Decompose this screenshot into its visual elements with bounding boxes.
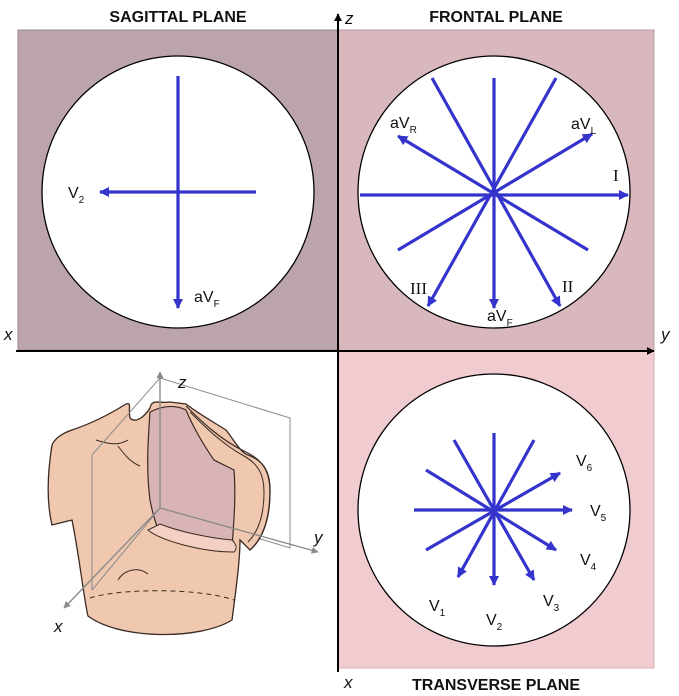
transverse-v4-label: V4 xyxy=(580,552,597,573)
sagittal-title: SAGITTAL PLANE xyxy=(109,9,247,26)
frontal-avr-label: aVR xyxy=(390,115,417,136)
frontal-i-label: I xyxy=(613,166,619,185)
lead-iii-line xyxy=(426,77,558,307)
transverse-v1-label: V1 xyxy=(429,598,446,619)
frontal-leads xyxy=(360,77,630,310)
frontal-avl-label: aVL xyxy=(571,116,597,137)
torso-sagittal-cut xyxy=(147,405,236,549)
axis-y-right-label: y xyxy=(660,325,671,344)
lead-v1-line xyxy=(456,439,536,578)
torso-z-label: z xyxy=(177,373,187,392)
box-edge-1 xyxy=(91,377,161,456)
frontal-ii-label: II xyxy=(562,277,574,296)
axis-z-top-label: z xyxy=(344,9,354,28)
lead-v4-line xyxy=(425,468,557,552)
torso-transverse-cut xyxy=(147,523,237,553)
torso-x-axis xyxy=(63,507,161,609)
sagittal-avf-label: aVF xyxy=(194,289,220,310)
sagittal-v2-label: V2 xyxy=(68,185,85,206)
axis-x-left-label: x xyxy=(3,325,13,344)
torso-shoulder-rim-inner xyxy=(189,411,265,543)
torso-y-axis xyxy=(159,507,319,554)
transverse-v2-label: V2 xyxy=(486,612,503,633)
torso-collar xyxy=(95,439,129,445)
transverse-v3-label: V3 xyxy=(543,593,560,614)
torso-x-label: x xyxy=(53,617,63,636)
box-edge-3 xyxy=(91,507,161,591)
frontal-title: FRONTAL PLANE xyxy=(429,9,563,26)
axis-x-bottom-label: x xyxy=(343,673,353,692)
torso-illustration xyxy=(47,371,319,636)
torso-shoulder-rim xyxy=(185,405,271,549)
torso-chest-line xyxy=(117,445,141,467)
lead-ii-line xyxy=(430,77,562,307)
transverse-v6-label: V6 xyxy=(576,453,593,474)
transverse-v5-label: V5 xyxy=(590,503,607,524)
torso-y-label: y xyxy=(313,528,324,547)
torso-abdomen-line xyxy=(117,569,149,581)
frontal-iii-label: III xyxy=(410,279,427,298)
sagittal-leads xyxy=(98,76,256,310)
torso-base-dashed xyxy=(89,590,235,601)
transverse-title: TRANSVERSE PLANE xyxy=(412,677,580,694)
transverse-leads xyxy=(414,433,574,587)
frontal-avf-label: aVF xyxy=(487,308,513,329)
